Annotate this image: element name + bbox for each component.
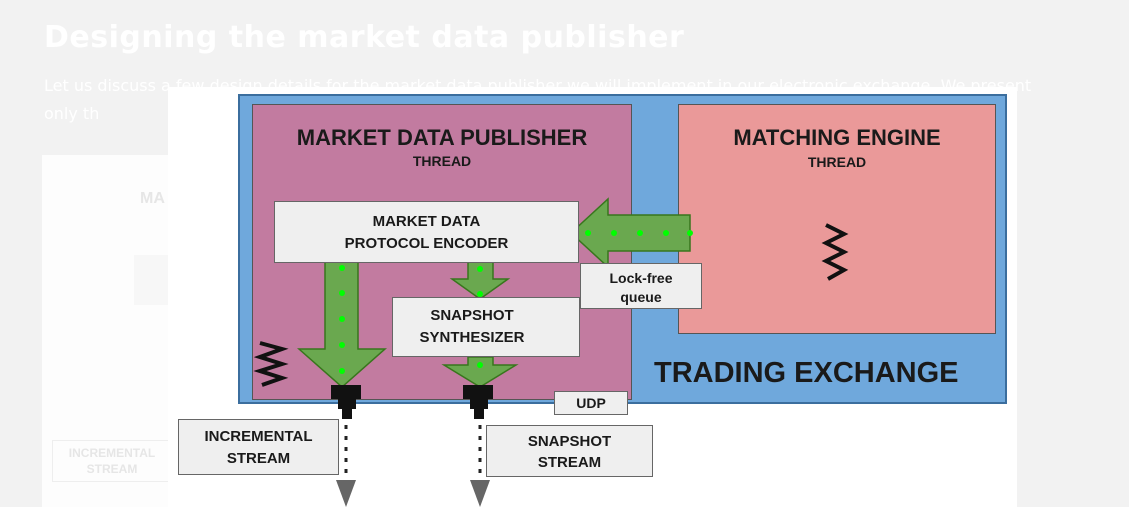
faded-label-line2: STREAM [86, 462, 138, 476]
socket-connector-icon [463, 385, 493, 419]
protocol-encoder-line1: MARKET DATA [372, 213, 481, 230]
snapshot-stream-line2: STREAM [537, 454, 602, 471]
protocol-encoder-line2: PROTOCOL ENCODER [344, 235, 509, 252]
left-arrow-icon [569, 197, 693, 269]
protocol-encoder-box [274, 201, 579, 263]
socket-connector-icon [331, 385, 361, 419]
publisher-thread-subtitle: THREAD [412, 153, 472, 169]
thread-squiggle-icon [253, 341, 289, 387]
faded-figure-text: MA [140, 190, 165, 207]
down-arrow-icon [297, 261, 387, 389]
faded-label-line1: INCREMENTAL [68, 446, 156, 460]
snapshot-stream-line1: SNAPSHOT [527, 433, 612, 450]
incremental-stream-line1: INCREMENTAL [204, 428, 313, 445]
down-arrow-icon [441, 356, 519, 388]
down-arrow-icon [336, 480, 356, 507]
incremental-stream-box [178, 419, 339, 475]
matching-engine-title: MATCHING ENGINE [733, 125, 941, 150]
snapshot-synthesizer-box [392, 297, 580, 357]
faded-figure-background: MA [42, 155, 174, 507]
snapshot-stream-box [486, 425, 653, 477]
snapshot-synthesizer-line1: SNAPSHOT [430, 307, 514, 324]
udp-box [554, 391, 628, 415]
faded-incremental-label: INCREMENTAL STREAM [52, 440, 172, 482]
lock-free-queue-line2: queue [620, 289, 662, 305]
incremental-stream-line2: STREAM [226, 450, 291, 467]
publisher-thread-title: MARKET DATA PUBLISHER [296, 125, 588, 150]
matching-engine-subtitle: THREAD [807, 154, 867, 170]
matching-engine-box [678, 104, 996, 334]
down-arrow-icon [449, 261, 511, 300]
lock-free-queue-box [580, 263, 702, 309]
udp-label: UDP [576, 395, 606, 411]
lock-free-queue-line1: Lock-free [609, 270, 673, 286]
trading-exchange-label: TRADING EXCHANGE [654, 357, 959, 389]
faded-inner-box [134, 255, 174, 305]
down-arrow-icon [470, 480, 490, 507]
thread-squiggle-icon [821, 223, 849, 281]
diagram-panel: TRADING EXCHANGE MARKET DATA PUBLISHER T… [168, 87, 1017, 507]
diagram-graphics [253, 197, 849, 507]
page-title: Designing the market data publisher [44, 20, 685, 55]
snapshot-synthesizer-line2: SYNTHESIZER [419, 329, 525, 346]
